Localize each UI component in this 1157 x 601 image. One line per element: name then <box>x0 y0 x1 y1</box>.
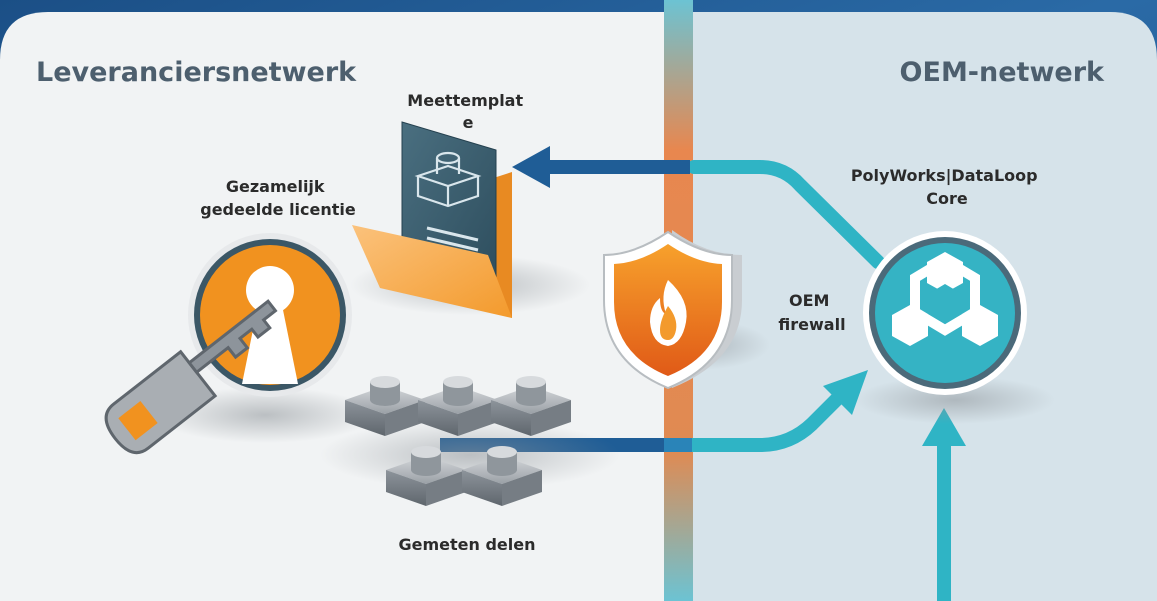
right-zone-title: OEM-netwerk <box>900 57 1105 88</box>
dataloop-core-icon <box>855 231 1055 424</box>
template-label: Meettemplat e <box>407 91 528 132</box>
left-zone-title: Leveranciersnetwerk <box>36 57 357 88</box>
license-label: Gezamelijk gedeelde licentie <box>200 177 356 219</box>
license-label-line-1: Gezamelijk <box>226 177 325 196</box>
firewall-shield-icon <box>603 230 770 390</box>
measured-parts-group <box>320 376 620 506</box>
template-document-icon <box>350 121 590 318</box>
measured-part-icon <box>386 446 466 506</box>
core-label-line-2: Core <box>926 189 968 208</box>
arrow-core-to-template <box>512 146 885 269</box>
measured-part-icon <box>462 446 542 506</box>
measured-part-icon <box>345 376 425 436</box>
license-key-icon <box>104 233 375 455</box>
firewall-label-line-1: OEM <box>789 291 829 310</box>
measured-part-icon <box>418 376 498 436</box>
parts-label: Gemeten delen <box>399 535 536 554</box>
firewall-label: OEM firewall <box>778 291 845 334</box>
measured-part-icon <box>491 376 571 436</box>
core-label-line-1: PolyWorks|DataLoop <box>851 166 1038 186</box>
firewall-label-line-2: firewall <box>778 315 845 334</box>
arrow-up-to-core <box>922 408 966 601</box>
template-label-line-2: e <box>463 113 474 132</box>
license-label-line-2: gedeelde licentie <box>200 200 356 219</box>
template-label-line-1: Meettemplat <box>407 91 523 110</box>
core-label: PolyWorks|DataLoop Core <box>851 166 1043 208</box>
